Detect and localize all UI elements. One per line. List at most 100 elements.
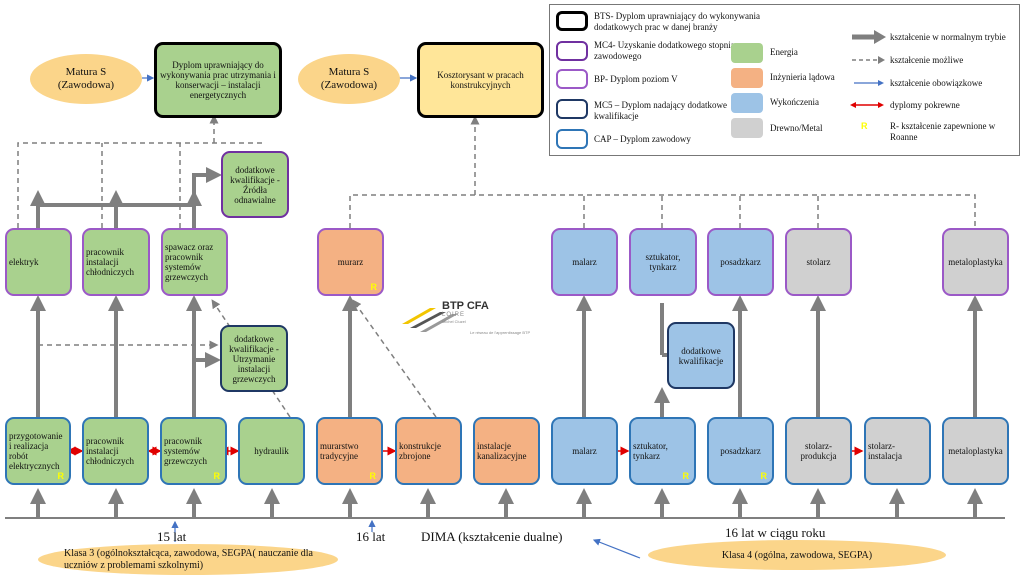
bp-label: spawacz oraz pracownik systemów grzewczy… <box>165 242 214 282</box>
logo-sub1: LOIRE <box>442 312 466 318</box>
legend-wykonczenia-text: Wykończenia <box>770 97 819 107</box>
legend-bp-swatch <box>556 69 588 89</box>
legend-pokrewne-text: dyplomy pokrewne <box>890 100 960 110</box>
roanne-mark: R <box>682 471 690 481</box>
legend-r-letter: R <box>861 121 868 131</box>
legend: BTS- Dyplom uprawniający do wykonywania … <box>549 4 1020 156</box>
cap-label: metaloplastyka <box>948 446 1003 456</box>
cap-label: hydraulik <box>254 446 289 456</box>
cap-roboty-elektryczne: przygotowanie i realizacja robót elektry… <box>5 417 71 485</box>
energy-diploma-label: Dyplom uprawniający do wykonywania prac … <box>160 60 276 100</box>
mc-zrodla-box: dodatkowe kwalifikacje - Źródła odnawial… <box>221 151 289 218</box>
kosztorysant-label: Kosztorysant w pracach konstrukcyjnych <box>437 70 524 90</box>
bp-spawacz: spawacz oraz pracownik systemów grzewczy… <box>161 228 228 296</box>
cap-chlodnicze: pracownik instalacji chłodniczych <box>82 417 149 485</box>
roanne-mark: R <box>213 471 221 481</box>
mc-dodatkowe-box: dodatkowe kwalifikacje <box>667 322 735 389</box>
bp-label: stolarz <box>806 257 831 267</box>
cap-label: sztukator, tynkarz <box>633 441 668 461</box>
cap-label: instalacje kanalizacyjne <box>477 441 527 461</box>
bp-chlodnicze: pracownik instalacji chłodniczych <box>82 228 150 296</box>
cap-label: stolarz-produkcja <box>800 441 837 461</box>
kosztorysant-box: Kosztorysant w pracach konstrukcyjnych <box>417 42 544 118</box>
mc-utrzymanie-box: dodatkowe kwalifikacje - Utrzymanie inst… <box>220 325 288 392</box>
matura-oval-left: Matura S (Zawodowa) <box>30 54 142 104</box>
klasa3-oval: Klasa 3 (ogólnokształcąca, zawodowa, SEG… <box>38 544 338 575</box>
cap-stolarz-produkcja: stolarz-produkcja <box>785 417 852 485</box>
legend-mc5-swatch <box>556 99 588 119</box>
legend-mozliwe-text: kształcenie możliwe <box>890 55 964 65</box>
legend-cap-swatch <box>556 129 588 149</box>
cap-label: przygotowanie i realizacja robót elektry… <box>9 431 63 471</box>
bp-label: sztukator, tynkarz <box>645 252 681 272</box>
btp-cfa-logo: BTP CFA LOIRE Michel Cluzel Le réseau de… <box>400 300 545 340</box>
age-15-label: 15 lat <box>157 529 187 544</box>
cap-label: pracownik systemów grzewczych <box>164 436 207 466</box>
logo-sub2: Michel Cluzel <box>442 319 466 324</box>
legend-inzynieria-swatch <box>731 68 763 88</box>
bp-label: elektryk <box>9 257 39 267</box>
cap-label: konstrukcje zbrojone <box>399 441 441 461</box>
cap-konstrukcje: konstrukcje zbrojone <box>395 417 462 485</box>
legend-normal-text: kształcenie w normalnym trybie <box>890 32 1006 42</box>
cap-kanalizacja: instalacje kanalizacyjne <box>473 417 540 485</box>
cap-label: stolarz-instalacja <box>868 441 902 461</box>
bp-stolarz: stolarz <box>785 228 852 296</box>
bp-label: posadzkarz <box>720 257 761 267</box>
matura-oval-right: Matura S (Zawodowa) <box>298 54 400 104</box>
cap-label: pracownik instalacji chłodniczych <box>86 436 134 466</box>
cap-hydraulik: hydraulik <box>238 417 305 485</box>
legend-bts-text: BTS- Dyplom uprawniający do wykonywania … <box>594 11 760 32</box>
legend-r-text: R- kształcenie zapewnione w Roanne <box>890 121 996 142</box>
legend-energia-swatch <box>731 43 763 63</box>
logo-stripes-icon <box>402 308 458 332</box>
legend-energia-text: Energia <box>770 47 798 57</box>
legend-mc4-text: MC4- Uzyskanie dodatkowego stopnia zawod… <box>594 40 735 61</box>
roanne-mark: R <box>760 471 768 481</box>
legend-mc4-swatch <box>556 41 588 61</box>
energy-diploma-box: Dyplom uprawniający do wykonywania prac … <box>154 42 282 118</box>
roanne-mark: R <box>57 471 65 481</box>
legend-wykonczenia-swatch <box>731 93 763 113</box>
dima-label: DIMA (kształcenie dualne) <box>421 529 563 544</box>
mc-dodatkowe-label: dodatkowe kwalifikacje <box>678 345 724 366</box>
cap-label: malarz <box>572 446 597 456</box>
cap-label: murarstwo tradycyjne <box>320 441 359 461</box>
cap-stolarz-instalacja: stolarz-instalacja <box>864 417 931 485</box>
matura-left-label: Matura S (Zawodowa) <box>57 66 115 91</box>
bp-sztukator: sztukator, tynkarz <box>629 228 697 296</box>
cap-malarz: malarz <box>551 417 618 485</box>
bp-label: metaloplastyka <box>948 257 1003 267</box>
bp-label: murarz <box>337 257 364 267</box>
bp-label: pracownik instalacji chłodniczych <box>86 247 134 277</box>
legend-bts-swatch <box>556 11 588 31</box>
klasa4-label: Klasa 4 (ogólna, zawodowa, SEGPA) <box>721 549 873 561</box>
bp-posadzkarz: posadzkarz <box>707 228 774 296</box>
bp-malarz: malarz <box>551 228 618 296</box>
bp-metaloplastyka: metaloplastyka <box>942 228 1009 296</box>
logo-name: BTP CFA <box>442 300 489 312</box>
legend-drewno-swatch <box>731 118 763 138</box>
bp-elektryk: elektryk <box>5 228 72 296</box>
logo-tagline: Le réseau de l'apprentissage BTP <box>470 330 531 335</box>
roanne-mark: R <box>370 282 378 292</box>
mc-utrzymanie-label: dodatkowe kwalifikacje - Utrzymanie inst… <box>229 333 279 384</box>
bp-label: malarz <box>572 257 597 267</box>
legend-cap-text: CAP – Dyplom zawodowy <box>594 134 691 144</box>
legend-drewno-text: Drewno/Metal <box>770 123 823 133</box>
cap-label: posadzkarz <box>720 446 761 456</box>
age-16-year-label: 16 lat w ciągu roku <box>725 525 826 540</box>
roanne-mark: R <box>369 471 377 481</box>
legend-obowiazkowe-text: kształcenie obowiązkowe <box>890 78 983 88</box>
matura-right-label: Matura S (Zawodowa) <box>320 66 378 91</box>
legend-mc5-text: MC5 – Dyplom nadający dodatkowe kwalifik… <box>594 100 727 121</box>
cap-metaloplastyka: metaloplastyka <box>942 417 1009 485</box>
klasa4-oval: Klasa 4 (ogólna, zawodowa, SEGPA) <box>648 540 946 570</box>
klasa3-label: Klasa 3 (ogólnokształcąca, zawodowa, SEG… <box>64 547 313 571</box>
age-16-label: 16 lat <box>356 529 386 544</box>
